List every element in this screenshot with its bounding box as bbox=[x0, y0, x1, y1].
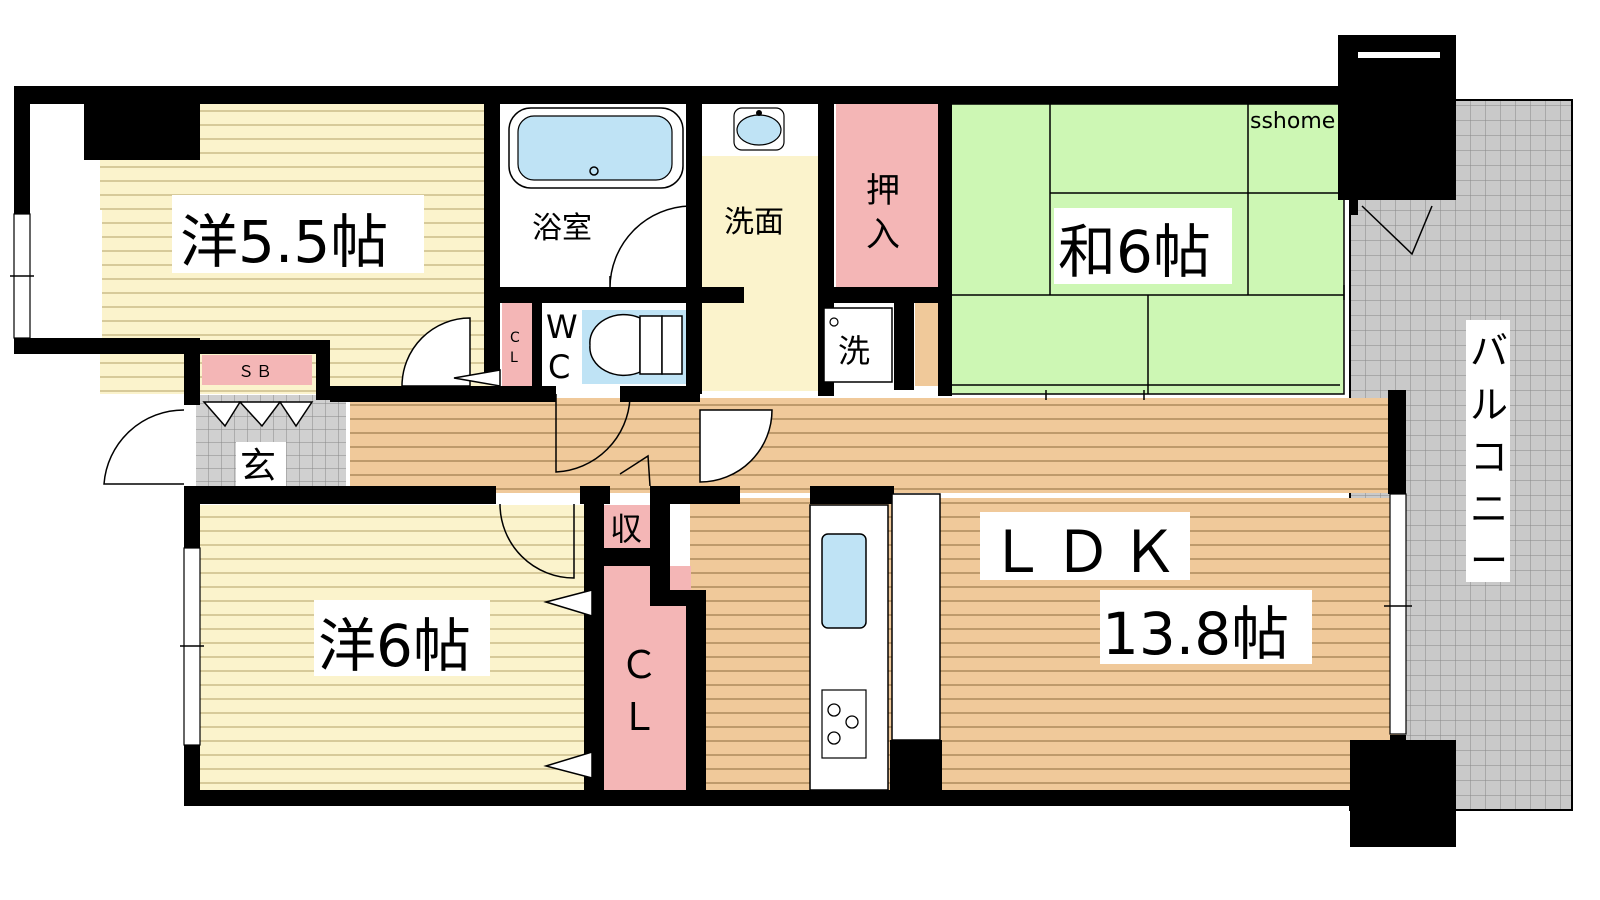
shoe-box bbox=[202, 355, 312, 385]
oshiire-closet bbox=[836, 104, 938, 290]
oshiire-label-1: 押 bbox=[866, 171, 900, 211]
toilet bbox=[582, 310, 686, 384]
storage-balcony-label: 収 bbox=[1380, 145, 1414, 185]
storage-hall-label: 収 bbox=[610, 510, 642, 548]
room-label-western-2: 洋6帖 bbox=[318, 612, 471, 680]
washroom-floor bbox=[702, 156, 832, 391]
balcony-label-4: ニ bbox=[1470, 487, 1508, 531]
room-label-japanese: 和6帖 bbox=[1058, 218, 1211, 286]
oshiire-label-2: 入 bbox=[866, 215, 900, 255]
shoe-box-label: ＳＢ bbox=[238, 362, 274, 381]
room-label-bathroom: 浴室 bbox=[532, 211, 592, 246]
room-label-entrance: 玄 bbox=[240, 446, 276, 487]
hallway-floor bbox=[350, 398, 1400, 493]
storage-areas bbox=[202, 104, 1440, 794]
labels: 洋5.5帖 洋6帖 和6帖 ＬＤＫ 13.8帖 浴室 洗面 玄 Ｃ Ｌ C L … bbox=[172, 109, 1508, 739]
laundry-side bbox=[915, 302, 939, 386]
closet-small-label-1: C bbox=[510, 330, 520, 346]
room-label-washroom: 洗面 bbox=[724, 205, 784, 240]
closet-small-label-2: L bbox=[510, 350, 518, 366]
washer-label: 洗 bbox=[838, 332, 870, 370]
balcony-label-5: ー bbox=[1470, 539, 1508, 583]
room-label-ldk: ＬＤＫ bbox=[988, 518, 1186, 586]
room-label-western-1: 洋5.5帖 bbox=[180, 208, 388, 276]
balcony-label-2: ル bbox=[1470, 383, 1508, 427]
balcony-label-3: コ bbox=[1470, 435, 1508, 479]
closet-large-label-1: Ｃ bbox=[620, 643, 658, 687]
storage-hall bbox=[604, 505, 652, 549]
window-ticks bbox=[10, 275, 1412, 647]
bathtub bbox=[508, 107, 684, 189]
closet-large-label-2: Ｌ bbox=[620, 695, 658, 739]
doors bbox=[103, 205, 1433, 579]
kitchen-counter bbox=[809, 493, 941, 791]
balcony-label-1: バ bbox=[1470, 329, 1508, 373]
wc-label-2: C bbox=[548, 348, 570, 386]
closet-door-marks bbox=[202, 369, 593, 779]
washer bbox=[823, 307, 893, 383]
watermark: sshome bbox=[1250, 109, 1335, 134]
room-label-ldk-size: 13.8帖 bbox=[1102, 600, 1289, 668]
wash-basin bbox=[733, 107, 785, 151]
closet-small bbox=[502, 302, 534, 388]
wc-label-1: W bbox=[546, 308, 578, 346]
